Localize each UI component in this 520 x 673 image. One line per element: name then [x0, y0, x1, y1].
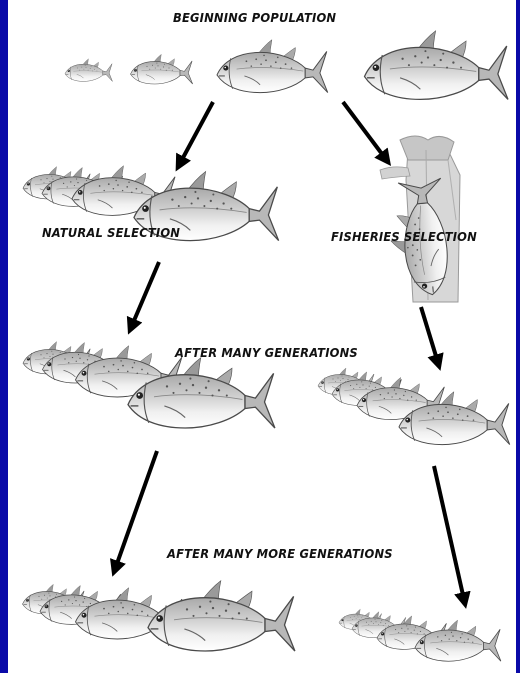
- fish-begin-3: [217, 40, 328, 93]
- label-natural-selection: NATURAL SELECTION: [42, 225, 180, 240]
- arrow-fisheries-to-gen3: [434, 466, 465, 604]
- arrow-natural-to-gen2: [130, 262, 159, 330]
- arrow-fisheries-to-gen2: [421, 307, 439, 366]
- label-after-many-generations: AFTER MANY GENERATIONS: [175, 345, 358, 360]
- arrow-to-fisheries-selection: [343, 102, 388, 162]
- fish-gen3-fish-4: [415, 620, 501, 661]
- fish-begin-1: [65, 59, 112, 82]
- arrow-natural-to-gen3: [114, 451, 157, 572]
- fish-begin-2: [131, 54, 193, 84]
- label-after-many-more-generations: AFTER MANY MORE GENERATIONS: [167, 546, 393, 561]
- fish-begin-4: [365, 31, 509, 100]
- arrow-to-natural-selection: [178, 102, 213, 167]
- diagram-canvas: BEGINNING POPULATION NATURAL SELECTION F…: [8, 0, 516, 673]
- label-fisheries-selection: FISHERIES SELECTION: [331, 229, 477, 244]
- diagram-art: [8, 0, 516, 673]
- fish-gen3-natural-4: [148, 581, 295, 651]
- label-beginning-population: BEGINNING POPULATION: [173, 10, 336, 25]
